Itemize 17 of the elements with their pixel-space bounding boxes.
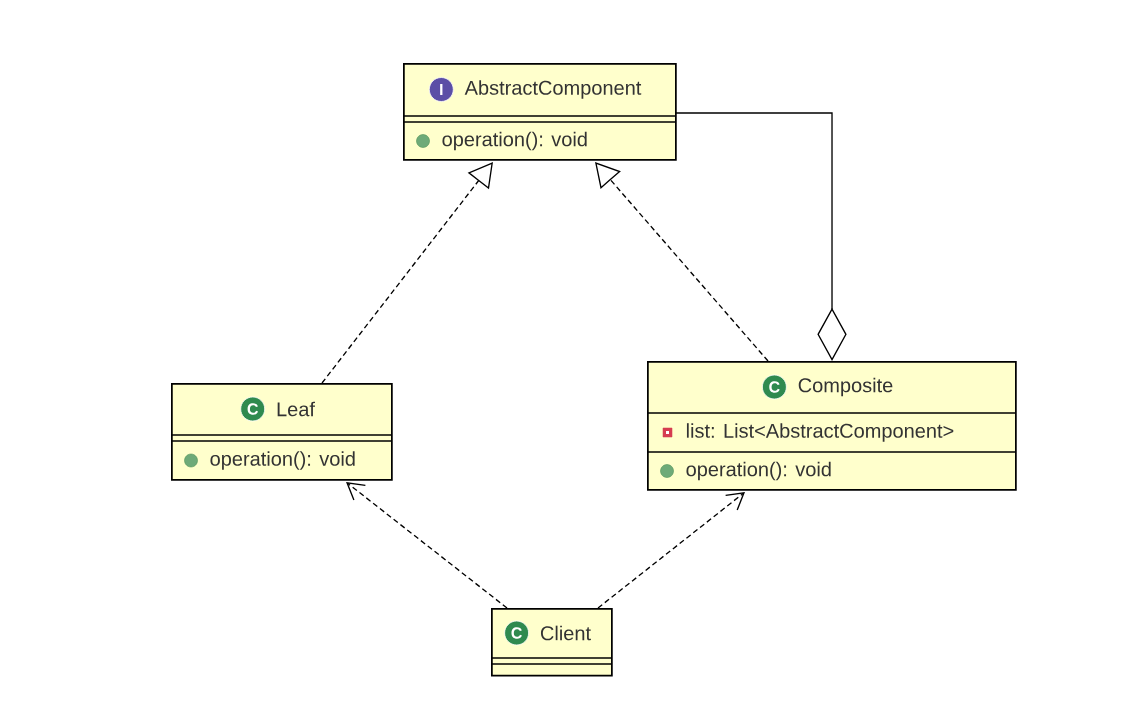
member-text: list: List<AbstractComponent> <box>686 423 954 442</box>
member-text: operation(): void <box>442 131 587 151</box>
dependency-arrow <box>346 482 508 609</box>
member-text: operation(): void <box>686 461 831 481</box>
dependency-arrow <box>597 492 745 609</box>
aggregation-line <box>674 112 847 361</box>
class-name: AbstractComponent <box>464 80 642 99</box>
class-name: Client <box>540 625 591 641</box>
class-name: Composite <box>798 377 893 397</box>
member-text: operation(): void <box>210 451 355 470</box>
realization-arrow <box>595 162 769 362</box>
class-box <box>490 608 613 677</box>
class-name: Leaf <box>277 401 315 417</box>
class-box <box>402 63 677 161</box>
class-box <box>646 361 1017 491</box>
class-box <box>170 383 393 481</box>
realization-arrow <box>321 162 493 384</box>
